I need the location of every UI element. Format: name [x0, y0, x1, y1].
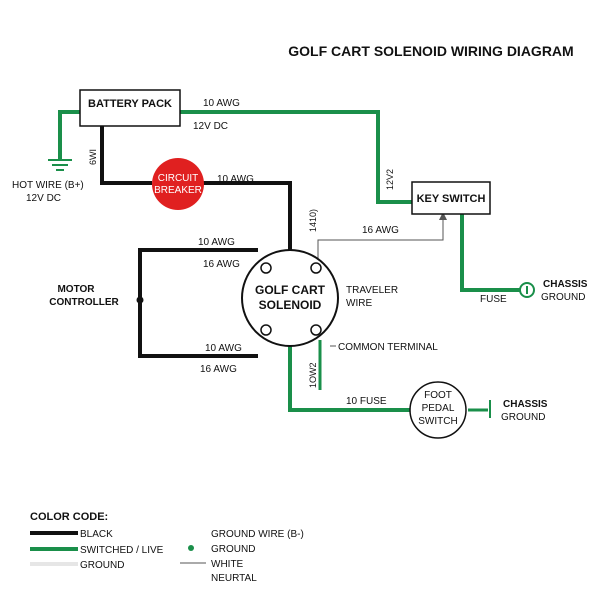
- common-terminal-label: COMMON TERMINAL: [338, 342, 438, 353]
- junction-dot: [136, 296, 144, 304]
- solenoid-to-pedal-wire: [288, 340, 412, 412]
- motor-controller-label-2: CONTROLLER: [49, 297, 119, 308]
- motor-top-16-label: 16 AWG: [203, 259, 240, 270]
- traveler-wire-label-1: TRAVELER: [346, 285, 398, 296]
- solenoid-terminal: [260, 262, 272, 274]
- key-awg-label: 16 AWG: [362, 225, 399, 236]
- motor-bottom-10-label: 10 AWG: [205, 343, 242, 354]
- vertical-label-1410: 1410): [308, 209, 318, 232]
- battery-voltage-label: 12V DC: [193, 121, 228, 132]
- breaker-to-solenoid-wire: [202, 181, 292, 258]
- circuit-breaker-label-1: CIRCUIT: [158, 173, 199, 184]
- traveler-wire-label-2: WIRE: [346, 298, 372, 309]
- foot-pedal-label-2: PEDAL: [422, 403, 455, 414]
- circuit-breaker-label-2: BREAKER: [154, 185, 202, 196]
- breaker-awg-label: 10 AWG: [217, 174, 254, 185]
- diagram-title: GOLF CART SOLENOID WIRING DIAGRAM: [288, 43, 573, 59]
- foot-pedal-label-1: FOOT: [424, 390, 452, 401]
- vertical-label-12v2: 12V2: [385, 169, 395, 190]
- legend-ground-label: GROUND: [80, 560, 124, 571]
- hot-wire-voltage: 12V DC: [26, 193, 61, 204]
- motor-controller-wire: [138, 248, 258, 358]
- key-to-solenoid-thin-wire: [317, 214, 444, 262]
- legend-green-label: SWITCHED / LIVE: [80, 545, 164, 556]
- key-switch-label: KEY SWITCH: [417, 193, 486, 205]
- fuse-label: FUSE: [480, 294, 507, 305]
- hot-wire-green: [58, 110, 80, 160]
- key-to-ground-wire: [460, 214, 520, 292]
- chassis-ground-bottom-2: GROUND: [501, 412, 545, 423]
- legend-ground-wire-label: GROUND WIRE (B-): [211, 529, 304, 540]
- ground-icon: [48, 159, 72, 171]
- solenoid-label-2: SOLENOID: [259, 298, 322, 312]
- solenoid-terminal: [310, 262, 322, 274]
- legend-white-label: WHITE: [211, 559, 244, 570]
- hot-wire-label: HOT WIRE (B+): [12, 180, 84, 191]
- foot-pedal-switch: [409, 381, 467, 439]
- solenoid: [241, 249, 339, 347]
- solenoid-label-1: GOLF CART: [255, 283, 326, 297]
- battery-pack-label: BATTERY PACK: [88, 98, 172, 110]
- motor-controller-label-1: MOTOR: [57, 284, 95, 295]
- circuit-breaker: [152, 158, 204, 210]
- solenoid-terminal: [310, 324, 322, 336]
- battery-awg-label: 10 AWG: [203, 98, 240, 109]
- battery-to-breaker-wire: [100, 125, 152, 185]
- solenoid-terminal: [260, 324, 272, 336]
- battery-pack-box: [79, 89, 181, 127]
- motor-bottom-16-label: 16 AWG: [200, 364, 237, 375]
- legend-black-label: BLACK: [80, 529, 113, 540]
- battery-to-key-wire: [180, 110, 412, 204]
- chassis-ground-right-1: CHASSIS: [543, 279, 588, 290]
- legend-ground-dot-icon: [188, 545, 194, 551]
- key-switch-box: [411, 181, 491, 215]
- vertical-label-6wi: 6WI: [88, 149, 98, 165]
- chassis-ground-right-2: GROUND: [541, 292, 585, 303]
- legend-title: COLOR CODE:: [30, 511, 108, 523]
- fuse-10-label: 10 FUSE: [346, 396, 387, 407]
- arrow-icon: [439, 212, 447, 220]
- vertical-label-10w2: 1OW2: [308, 362, 318, 388]
- legend-ground2-label: GROUND: [211, 544, 255, 555]
- chassis-ground-bottom-1: CHASSIS: [503, 399, 548, 410]
- legend-neutral-label: NEURTAL: [211, 573, 257, 584]
- motor-top-10-label: 10 AWG: [198, 237, 235, 248]
- foot-pedal-label-3: SWITCH: [418, 416, 457, 427]
